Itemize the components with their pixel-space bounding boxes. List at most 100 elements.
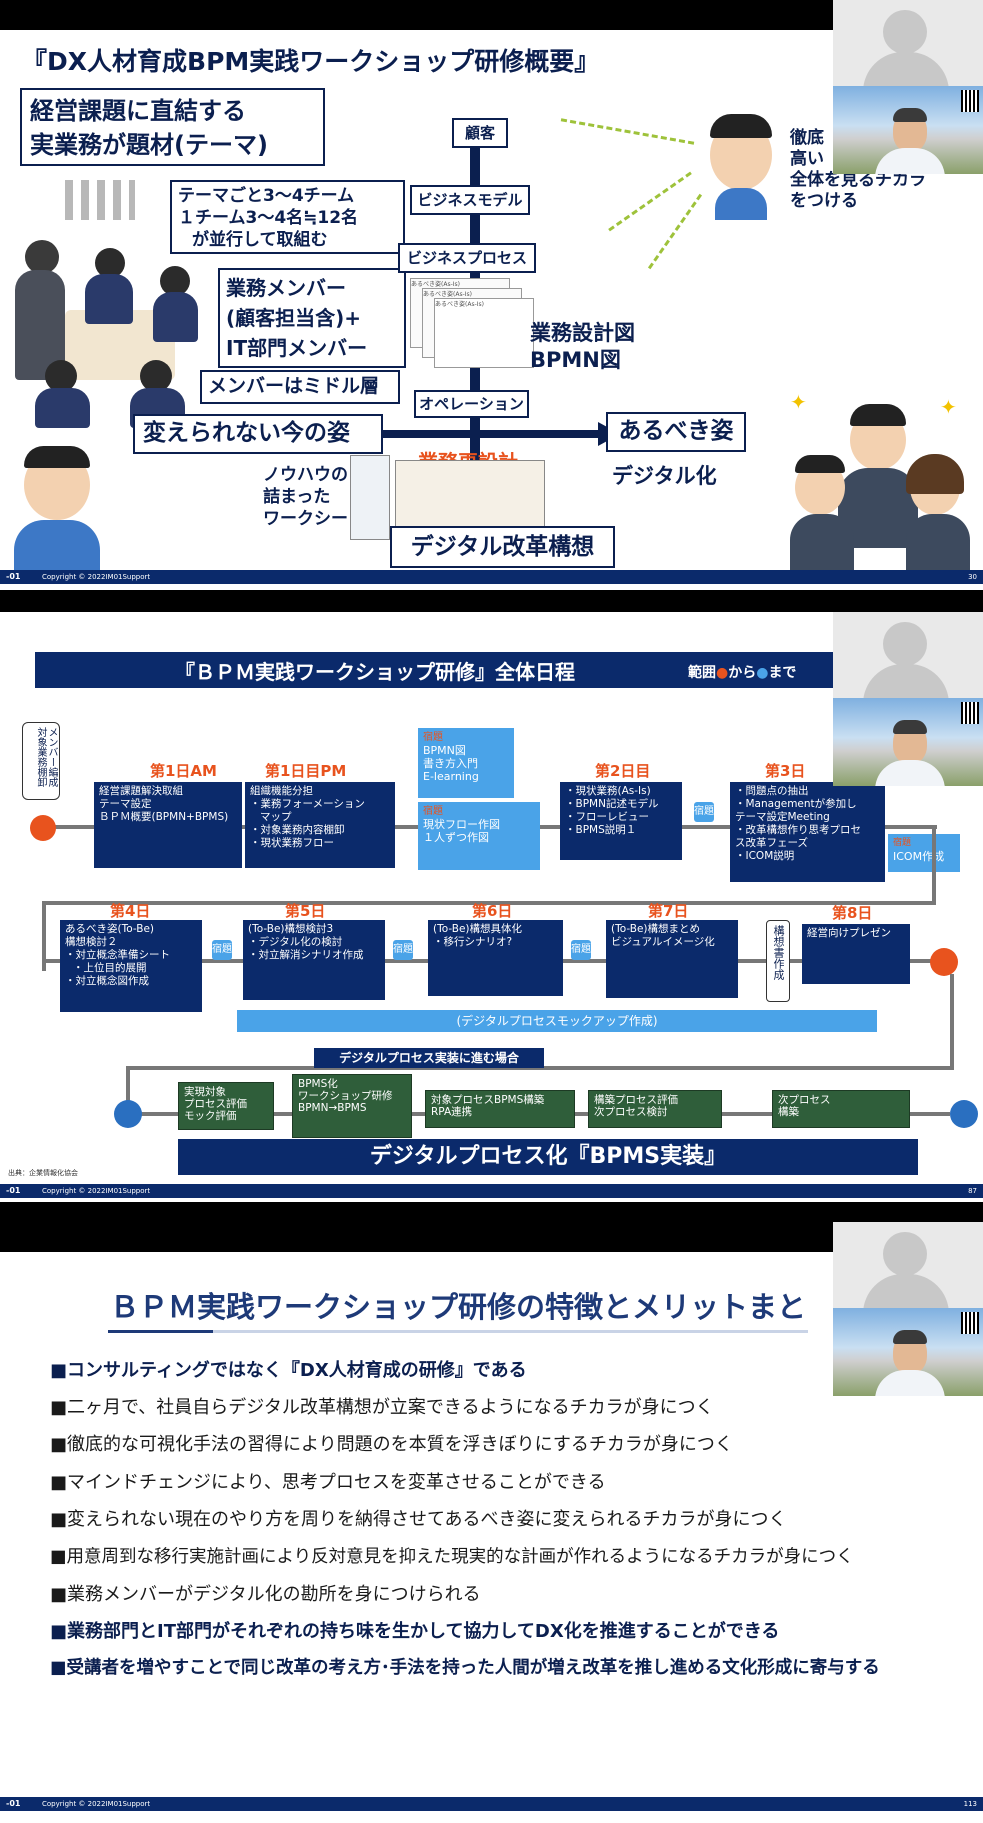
ideal-state-box: あるべき姿 [606,412,746,452]
right-line3: 全体を見るチカラ [790,170,926,190]
day-item: (To-Be)構想検討3 [248,923,334,935]
footer-copyright: Copyright © 2022IM01Support [42,573,151,581]
bpmn-documents: あるべき姿(As-Is) あるべき姿(As-Is) あるべき姿(As-Is) [410,278,540,373]
bpms-step: 実現対象 プロセス評価 モック評価 [178,1082,274,1130]
right-line4: をつける [790,191,858,211]
day-box: 経営課題解決取組 テーマ設定 ＢＰＭ概要(BPMN+BPMS) [94,782,242,868]
day-item: ・現状業務(As-Is) [565,785,651,797]
day-item: (To-Be)構想具体化 [433,923,523,935]
homework-label: 宿題 [423,806,443,817]
range-label-made: まで [768,665,797,681]
bpms-step-text: 次プロセス [778,1094,831,1106]
day-item: ・Managementが参加し [735,798,857,810]
day-item: ・BPMN記述モデル [565,798,659,810]
dashed-arrow [560,118,695,145]
thinking-person-illustration [705,100,780,220]
theme-box: 経営課題に直結する 実業務が題材(テーマ) [20,88,325,166]
day-item: ・対立概念図作成 [65,975,149,987]
homework-item: １人ずつ作図 [423,831,489,844]
day-box: あるべき姿(To-Be) 構想検討２ ・対立概念準備シート ・上位目的展開 ・対… [60,920,202,1012]
day-box: (To-Be)構想まとめ ビジュアルイメージ化 [606,920,738,998]
design-line1: 業務設計図 [530,321,635,345]
day-box: 組織機能分担 ・業務フォーメーション マップ ・対象業務内容棚卸 ・現状業務フロ… [245,782,395,868]
theme-line2: 実業務が題材(テーマ) [30,131,268,159]
start-dot [30,815,56,841]
teams-box: テーマごと3～4チーム １チーム3～4名≒12名 が並行して取組む [170,180,405,254]
worksheet-line1: ノウハウの [263,465,348,485]
branch-label: デジタルプロセス実装に進む場合 [314,1048,544,1068]
video-participant-panel[interactable] [833,1222,983,1396]
day-item: ビジュアルイメージ化 [611,936,715,948]
worried-person-illustration [14,440,104,580]
bpms-step-text: 実現対象 [184,1086,226,1098]
day-item: ・フローレビュー [565,811,649,823]
homework-label: 宿題 [423,732,443,743]
digitalize-label: デジタル化 [612,464,717,488]
participant-tile-empty[interactable] [833,1222,983,1314]
day-label: 第1日目PM [265,762,347,780]
page-number: 113 [963,1800,977,1808]
bpms-step-text: プロセス評価 [184,1098,247,1110]
range-legend: 範囲●から●まで [688,665,797,681]
day-item: 経営向けプレゼン [807,927,891,939]
teams-line3: が並行して取組む [192,230,328,250]
bpms-step-text: ワークショップ研修 [298,1090,393,1102]
bullet-item: ■用意周到な移行実施計画により反対意見を抑えた現実的な計画が作れるようになるチカ… [50,1547,854,1567]
homework-item: E-learning [423,770,479,783]
day-item: ・対象業務内容棚卸 [250,824,345,836]
day-item: ・上位目的展開 [73,962,147,974]
theme-line1: 経営課題に直結する [30,97,246,125]
slide1-title: 『DX人材育成BPM実践ワークショップ研修概要』 [22,47,600,76]
members-box: 業務メンバー (顧客担当含)+ IT部門メンバー [218,268,406,368]
right-line2: 高い [790,149,824,169]
video-participant-panel[interactable] [833,612,983,786]
day-box: (To-Be)構想具体化 ・移行シナリオ? [428,920,563,996]
day-label: 第2日目 [595,762,651,780]
homework-label: 宿題 [893,838,912,848]
bpms-step-text: BPMS化 [298,1078,338,1090]
day-label: 第6日 [472,902,513,920]
slide3-footer: -01 Copyright © 2022IM01Support 113 [0,1797,983,1811]
participant-tile-speaker[interactable] [833,698,983,786]
day-label: 第7日 [648,902,689,920]
footer-logo: -01 [6,572,21,581]
customer-box: 顧客 [452,118,508,148]
connector [932,825,936,905]
page-number: 30 [968,573,977,581]
operation-box: オペレーション [414,390,529,418]
homework-small: 宿題 [571,940,591,960]
day-item: ス改革フェーズ [735,837,808,849]
bullet-item: ■受講者を増やすことで同じ改革の考え方･手法を持った人間が増え改革を推し進める文… [50,1658,880,1678]
end-dot [930,948,958,976]
video-participant-panel[interactable] [833,0,983,174]
homework-item: BPMN図 [423,744,466,757]
homework-small: 宿題 [212,940,232,960]
mockup-bar: (デジタルプロセスモックアップ作成) [237,1010,877,1032]
day-item: 組織機能分担 [250,785,313,797]
homework-item: ICOM作成 [893,850,945,863]
day-item: マップ [260,811,292,823]
participant-tile-empty[interactable] [833,0,983,92]
slide-overview: 『DX人材育成BPM実践ワークショップ研修概要』 経営課題に直結する 実業務が題… [0,30,983,590]
homework-box: 宿題 BPMN図 書き方入門 E-learning [418,728,514,798]
worksheet-line2: 詰まった [263,487,331,507]
dx-concept-box: デジタル改革構想 [390,526,615,568]
bpms-banner: デジタルプロセス化『BPMS実装』 [178,1139,918,1175]
range-label-kara: から [728,665,757,681]
teams-line1: テーマごと3～4チーム [178,186,355,206]
participant-tile-empty[interactable] [833,612,983,704]
participant-tile-speaker[interactable] [833,86,983,174]
bpms-step-text: RPA連携 [431,1106,473,1118]
bpms-end-dot [950,1100,978,1128]
day-item: テーマ設定Meeting [735,811,830,823]
homework-item: 書き方入門 [423,757,478,770]
source-note: 出典：企業情報化協会 [8,1169,78,1177]
title-bar [35,652,835,688]
slide2-footer: -01 Copyright © 2022IM01Support 87 [0,1184,983,1198]
day-label: 第1日AM [150,762,217,780]
business-model-box: ビジネスモデル [410,185,530,215]
participant-tile-speaker[interactable] [833,1308,983,1396]
day-item: ・業務フォーメーション [250,798,365,810]
connector [126,1066,130,1116]
worksheet-label: ノウハウの 詰まった ワークシート [263,464,365,530]
